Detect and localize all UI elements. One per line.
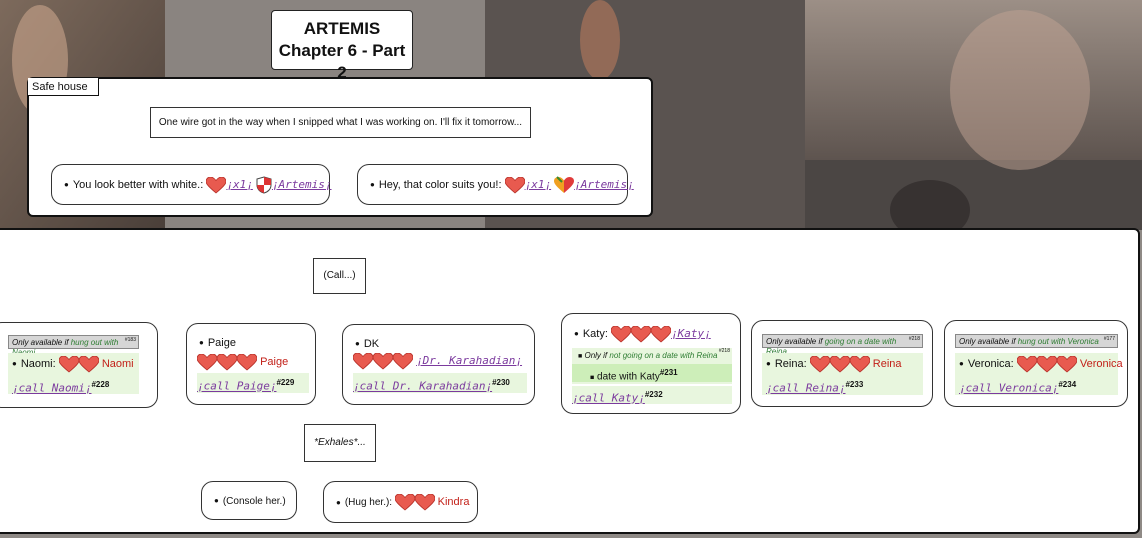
node-number: #228 (91, 380, 110, 389)
reina-name: Reina (872, 358, 902, 370)
kindra-name: Kindra (437, 496, 470, 509)
req-number: #183 (124, 337, 136, 343)
paige-label: Paige (199, 336, 236, 350)
heart-icon (650, 325, 671, 343)
heart-icon (504, 176, 525, 194)
node-number: #234 (1058, 380, 1077, 389)
req-condition: hung out with Veronica (1017, 337, 1099, 346)
chapter-title: Chapter 6 - Part 2 (278, 41, 406, 82)
heart-icon (1056, 355, 1077, 373)
paige-card[interactable]: Paige Paige ¡call Paige¡#229 (186, 323, 316, 405)
katy-req-prefix: Only if (584, 351, 608, 360)
node-number: #233 (845, 380, 864, 389)
node-number: #231 (659, 368, 678, 377)
heart-icon (393, 352, 413, 370)
req-number: #218 (908, 336, 920, 342)
reina-label: Reina: (766, 358, 807, 370)
heart-icon (78, 355, 99, 373)
choice-white[interactable]: You look better with white.: ¡x1¡ ¡Artem… (51, 164, 332, 205)
artemis-link[interactable]: ¡Artemis¡ (271, 178, 332, 191)
call-katy-link[interactable]: ¡call Katy¡ (572, 391, 645, 405)
katy-req-condition: not going on a date with Reina (609, 351, 718, 360)
heart-icon (353, 352, 373, 370)
heart-icon (394, 494, 415, 511)
req-prefix: Only available if (12, 338, 69, 347)
paige-name: Paige (260, 356, 289, 368)
veronica-requirement: Only available if hung out with Veronica… (955, 334, 1118, 348)
dk-card[interactable]: DK ¡Dr. Karahadian¡ ¡call Dr. Karahadian… (342, 324, 535, 405)
naomi-requirement: Only available if hung out with Naomi #1… (8, 335, 139, 357)
naomi-name: Naomi (101, 358, 134, 370)
heart-icon (610, 325, 631, 343)
node-number: #232 (644, 390, 663, 399)
heart-icon (1016, 355, 1037, 373)
heart-icon (373, 352, 393, 370)
naomi-label: Naomi: (12, 358, 56, 370)
heart-icon (414, 494, 435, 511)
multiplier-link[interactable]: ¡x1¡ (226, 178, 253, 191)
location-tag: Safe house (28, 78, 99, 96)
chapter-title-box: ARTEMIS Chapter 6 - Part 2 (271, 10, 413, 82)
multiplier-link[interactable]: ¡x1¡ (524, 178, 552, 191)
console-choice[interactable]: (Console her.) (201, 481, 297, 520)
heart-icon (206, 176, 227, 194)
naomi-card[interactable]: Only available if hung out with Naomi #1… (0, 322, 158, 408)
katy-link[interactable]: ¡Katy¡ (670, 327, 711, 340)
mixed-heart-icon (554, 176, 575, 194)
req-prefix: Only available if (766, 337, 823, 346)
call-veronica-link[interactable]: ¡call Veronica¡ (959, 381, 1059, 395)
call-node: (Call...) (313, 258, 366, 294)
katy-label: Katy: (574, 328, 608, 340)
artemis-link[interactable]: ¡Artemis¡ (574, 178, 634, 191)
call-paige-link[interactable]: ¡call Paige¡ (197, 379, 277, 393)
katy-req-number: #218 (718, 348, 730, 354)
heart-icon (197, 353, 217, 371)
req-prefix: Only available if (959, 337, 1016, 346)
hug-choice[interactable]: (Hug her.): Kindra (323, 481, 478, 523)
choice-color-text: Hey, that color suits you!: (370, 179, 502, 191)
katy-sub-label: date with Katy (597, 371, 660, 383)
veronica-label: Veronica: (959, 358, 1014, 370)
heart-icon (849, 355, 870, 373)
veronica-card[interactable]: Only available if hung out with Veronica… (944, 320, 1128, 407)
heart-icon (217, 353, 237, 371)
heart-icon (630, 325, 651, 343)
node-number: #229 (276, 378, 295, 387)
veronica-name: Veronica (1079, 358, 1123, 370)
heart-icon (237, 353, 257, 371)
heart-icon (58, 355, 79, 373)
exhales-node: *Exhales*... (304, 424, 376, 462)
dialog-line: One wire got in the way when I snipped w… (150, 107, 531, 138)
katy-card[interactable]: Katy: ¡Katy¡ ■ Only if not going on a da… (561, 313, 741, 414)
call-naomi-link[interactable]: ¡call Naomi¡ (12, 381, 92, 395)
hug-text: (Hug her.): (336, 497, 392, 508)
choice-color[interactable]: Hey, that color suits you!: ¡x1¡ ¡Artemi… (357, 164, 634, 205)
console-text: (Console her.) (214, 496, 286, 507)
req-condition: hung out with Naomi (12, 338, 119, 357)
req-condition: going on a date with Reina (766, 337, 897, 356)
karahadian-link[interactable]: ¡Dr. Karahadian¡ (416, 354, 523, 367)
reina-card[interactable]: Only available if going on a date with R… (751, 320, 933, 407)
call-karahadian-link[interactable]: ¡call Dr. Karahadian¡ (353, 379, 493, 393)
reina-requirement: Only available if going on a date with R… (762, 334, 923, 356)
game-title: ARTEMIS (303, 19, 381, 38)
node-number: #230 (492, 378, 510, 387)
choice-white-text: You look better with white.: (64, 179, 203, 191)
shield-icon (256, 176, 272, 194)
heart-icon (1036, 355, 1057, 373)
call-reina-link[interactable]: ¡call Reina¡ (766, 381, 846, 395)
req-number: #177 (1103, 336, 1115, 342)
heart-icon (809, 355, 830, 373)
dk-label: DK (355, 337, 379, 351)
heart-icon (829, 355, 850, 373)
